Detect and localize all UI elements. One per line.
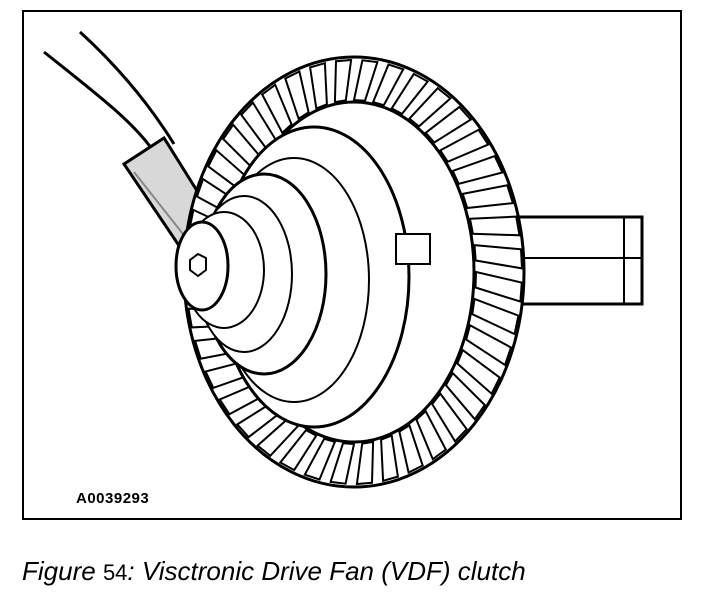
fan-fin	[352, 59, 379, 102]
caption-text: : Visctronic Drive Fan (VDF) clutch	[127, 556, 526, 586]
fan-fin	[284, 70, 310, 121]
fan-clutch-illustration	[43, 30, 644, 489]
fan-fin	[451, 154, 504, 185]
caption-number: 54	[102, 560, 128, 585]
fan-fin	[371, 63, 405, 107]
fan-fin	[355, 440, 375, 486]
figure-id-label: A0039293	[76, 490, 150, 507]
figure-caption: Figure 54: Visctronic Drive Fan (VDF) cl…	[22, 556, 526, 587]
fan-fin	[303, 437, 337, 481]
fan-fin	[471, 297, 520, 336]
fan-fin	[444, 371, 487, 421]
fan-fin	[407, 86, 452, 128]
fan-fin	[390, 72, 430, 116]
fan-fin	[461, 184, 515, 210]
fan-fin	[329, 442, 356, 485]
caption-prefix: Figure	[22, 556, 96, 586]
fan-fin	[468, 215, 521, 237]
fan-fin	[456, 348, 501, 396]
fan-fin	[438, 128, 490, 164]
key-block	[395, 233, 431, 265]
fan-fin	[465, 323, 513, 367]
fan-fin	[333, 58, 353, 104]
fan-fin	[308, 61, 328, 110]
fan-fin	[473, 243, 524, 270]
fan-fin	[278, 428, 318, 472]
fan-fin	[415, 409, 448, 461]
fan-fin	[398, 423, 424, 474]
center-hub	[174, 172, 328, 376]
fan-fin	[380, 434, 400, 483]
fan-fin	[430, 391, 469, 444]
fan-fin	[260, 83, 293, 135]
fan-fin	[424, 105, 473, 144]
fan-fin	[474, 270, 523, 303]
figure-frame: A0039293	[22, 10, 682, 520]
